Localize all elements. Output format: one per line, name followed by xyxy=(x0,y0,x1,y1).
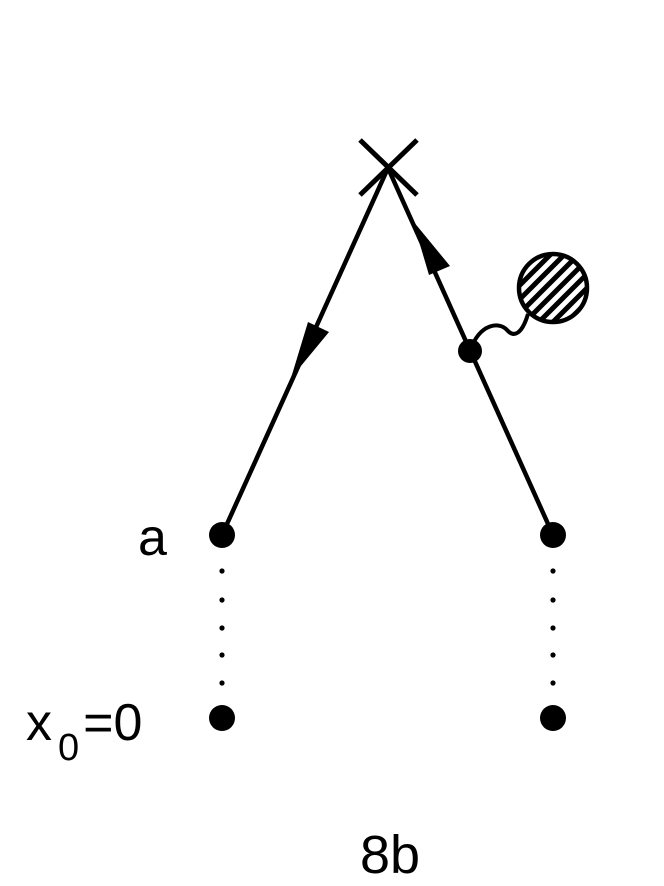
left-arrow-icon xyxy=(291,322,329,378)
label-a: a xyxy=(138,509,167,567)
cross-vertex-icon xyxy=(358,138,419,197)
right-arrow-icon xyxy=(413,221,450,275)
right-dotted-line xyxy=(550,568,556,686)
label-x-variable: x xyxy=(26,694,52,752)
left-dotted-line xyxy=(219,568,225,686)
label-equals-zero: =0 xyxy=(83,694,143,752)
left-endpoint-x0-dot xyxy=(209,705,235,731)
right-endpoint-a-dot xyxy=(540,522,566,548)
right-endpoint-x0-dot xyxy=(540,705,566,731)
interaction-vertex-dot xyxy=(458,339,482,363)
left-endpoint-a-dot xyxy=(209,522,235,548)
figure-caption: 8b xyxy=(360,825,421,885)
wavy-line xyxy=(468,313,530,352)
label-x-subscript: 0 xyxy=(58,727,80,769)
hatched-blob-icon xyxy=(516,251,590,325)
